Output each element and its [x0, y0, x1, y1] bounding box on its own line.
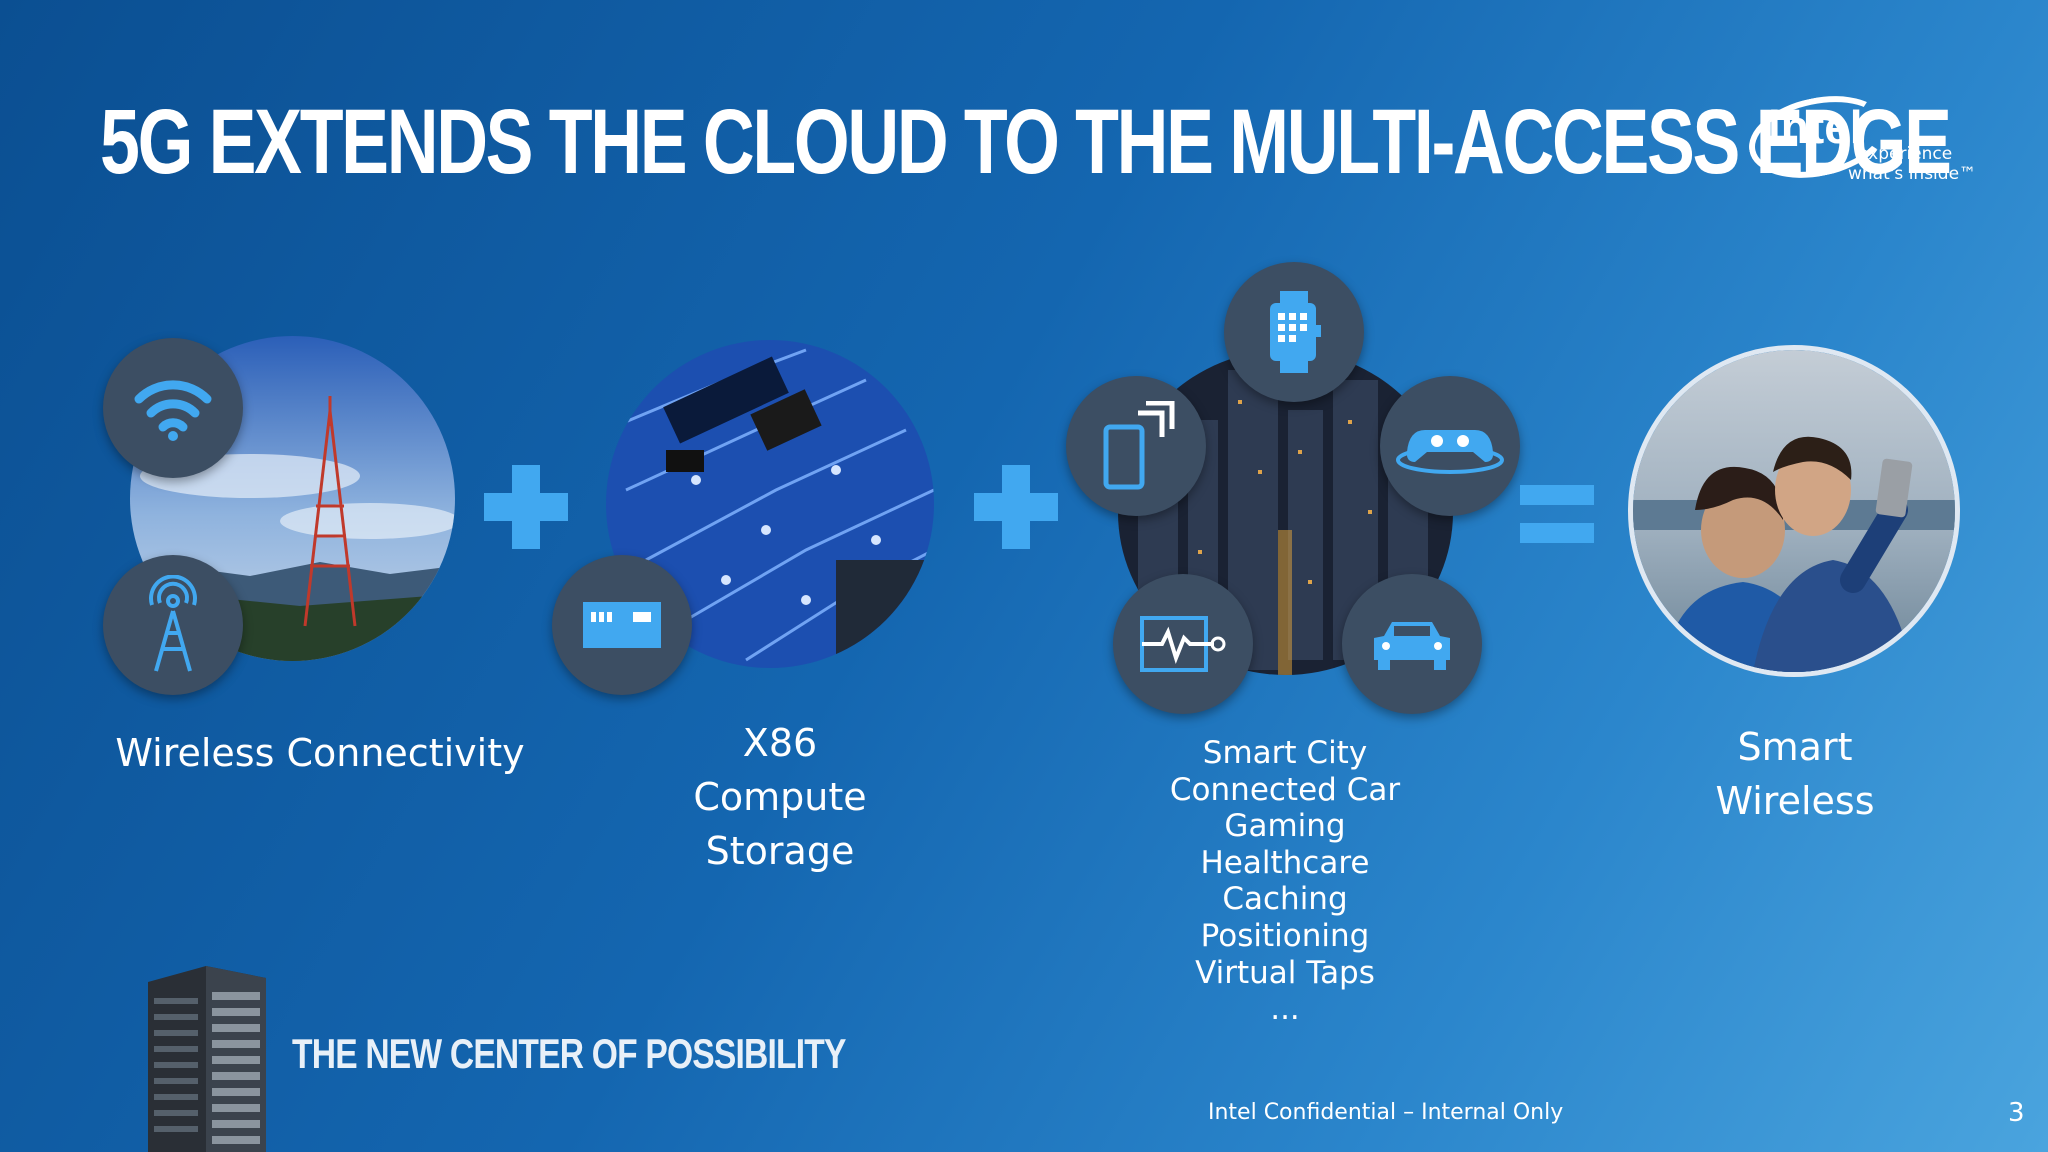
smart-wireless-caption: Smart Wireless [1650, 720, 1940, 828]
memory-module-icon [583, 602, 661, 648]
logo-tagline-2: what's inside™ [1848, 164, 1977, 184]
wireless-caption: Wireless Connectivity [90, 726, 550, 780]
use-case-item: Gaming [1224, 808, 1346, 845]
page-number: 3 [2008, 1098, 2025, 1128]
smartwatch-badge [1224, 262, 1364, 402]
use-case-item: Virtual Taps [1195, 954, 1375, 991]
logo-tagline-1: experience [1858, 144, 1953, 164]
smartwatch-icon [1270, 291, 1321, 373]
slide-title: 5G EXTENDS THE CLOUD TO THE MULTI-ACCESS… [100, 91, 1952, 193]
use-case-item: Healthcare [1200, 844, 1370, 881]
use-case-list: Smart City Connected Car Gaming Healthca… [1130, 735, 1440, 1028]
wifi-icon [134, 380, 212, 441]
use-case-item: Smart City [1202, 735, 1368, 771]
gamepad-badge [1380, 376, 1520, 516]
compute-caption: X86 Compute Storage [630, 716, 930, 878]
car-icon [1374, 622, 1450, 670]
smart-wireless-caption-line1: Smart [1737, 725, 1853, 769]
compute-caption-line2: Compute [693, 775, 867, 819]
wireless-caption-text: Wireless Connectivity [115, 731, 525, 775]
compute-caption-line1: X86 [742, 721, 818, 765]
health-badge [1113, 574, 1253, 714]
tower-badge [103, 555, 243, 695]
plus-sign-2 [974, 465, 1058, 549]
confidential-notice: Intel Confidential – Internal Only [1208, 1100, 1564, 1125]
server-rack-image [148, 966, 266, 1152]
use-case-item: Caching [1222, 881, 1348, 918]
compute-caption-line3: Storage [705, 829, 855, 873]
smartphone-badge [1066, 376, 1206, 516]
smartphone-signal-icon [1103, 401, 1175, 490]
gamepad-icon [1396, 430, 1504, 474]
wifi-badge [103, 338, 243, 478]
use-case-item: ... [1270, 991, 1300, 1028]
cell-tower-icon [149, 575, 197, 672]
use-case-item: Connected Car [1169, 771, 1401, 808]
car-badge [1342, 574, 1482, 714]
logo-wordmark: intel [1768, 101, 1863, 153]
equals-sign [1520, 485, 1594, 543]
selfie-photo [1628, 345, 1960, 677]
plus-sign-1 [484, 465, 568, 549]
use-case-item: Positioning [1200, 917, 1370, 954]
health-monitor-icon [1140, 616, 1226, 672]
memory-badge [552, 555, 692, 695]
intel-logo: intel experience what's inside™ [1741, 84, 1976, 192]
smart-wireless-caption-line2: Wireless [1715, 779, 1875, 823]
footer-tagline: THE NEW CENTER OF POSSIBILITY [292, 1030, 846, 1077]
